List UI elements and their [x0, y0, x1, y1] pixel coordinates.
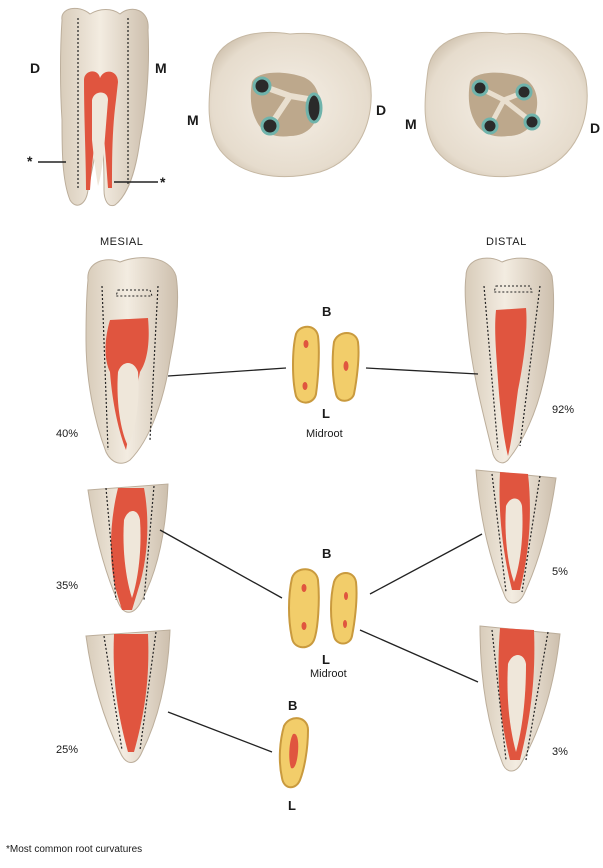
label-distal-top: D: [30, 60, 41, 76]
cross-section-2-caption: Midroot: [310, 668, 347, 680]
cross-section-2-buccal: B: [322, 546, 332, 561]
occlusal-2-mesial-label: M: [405, 116, 417, 132]
distal-root-1: [464, 257, 555, 464]
distal-percentage-1: 92%: [552, 404, 575, 416]
footnote: *Most common root curvatures: [6, 844, 143, 855]
top-tooth-longitudinal: [38, 7, 158, 207]
distal-root-2: [475, 469, 557, 604]
star-right-marker: *: [160, 174, 166, 190]
occlusal-2-distal-label: D: [590, 120, 601, 136]
mesial-percentage-1: 40%: [56, 428, 79, 440]
cross-section-3-buccal: B: [288, 698, 298, 713]
distal-root-3: [479, 625, 561, 772]
leader-lines: [159, 367, 483, 753]
cross-section-1-buccal: B: [322, 304, 332, 319]
mesial-root-2: [87, 483, 169, 613]
distal-percentage-3: 3%: [552, 746, 568, 758]
cross-section-2: [288, 568, 358, 649]
occlusal-view-1: [208, 32, 372, 178]
occlusal-1-mesial-label: M: [187, 112, 199, 128]
mesial-view-label: MESIAL: [100, 236, 144, 248]
label-mesial-top: M: [155, 60, 167, 76]
cross-section-2-lingual: L: [322, 652, 330, 667]
cross-section-1-caption: Midroot: [306, 428, 343, 440]
distal-view-label: DISTAL: [486, 236, 527, 248]
mesial-root-1: [85, 257, 179, 464]
mesial-percentage-3: 25%: [56, 744, 79, 756]
cross-section-1-lingual: L: [322, 406, 330, 421]
cross-section-3: [278, 717, 310, 789]
star-left-marker: *: [27, 153, 33, 169]
distal-percentage-2: 5%: [552, 566, 568, 578]
mesial-root-3: [85, 629, 171, 763]
mesial-percentage-2: 35%: [56, 580, 79, 592]
cross-section-3-lingual: L: [288, 798, 296, 813]
occlusal-1-distal-label: D: [376, 102, 387, 118]
occlusal-view-2: [424, 32, 588, 178]
cross-section-1: [292, 325, 360, 404]
